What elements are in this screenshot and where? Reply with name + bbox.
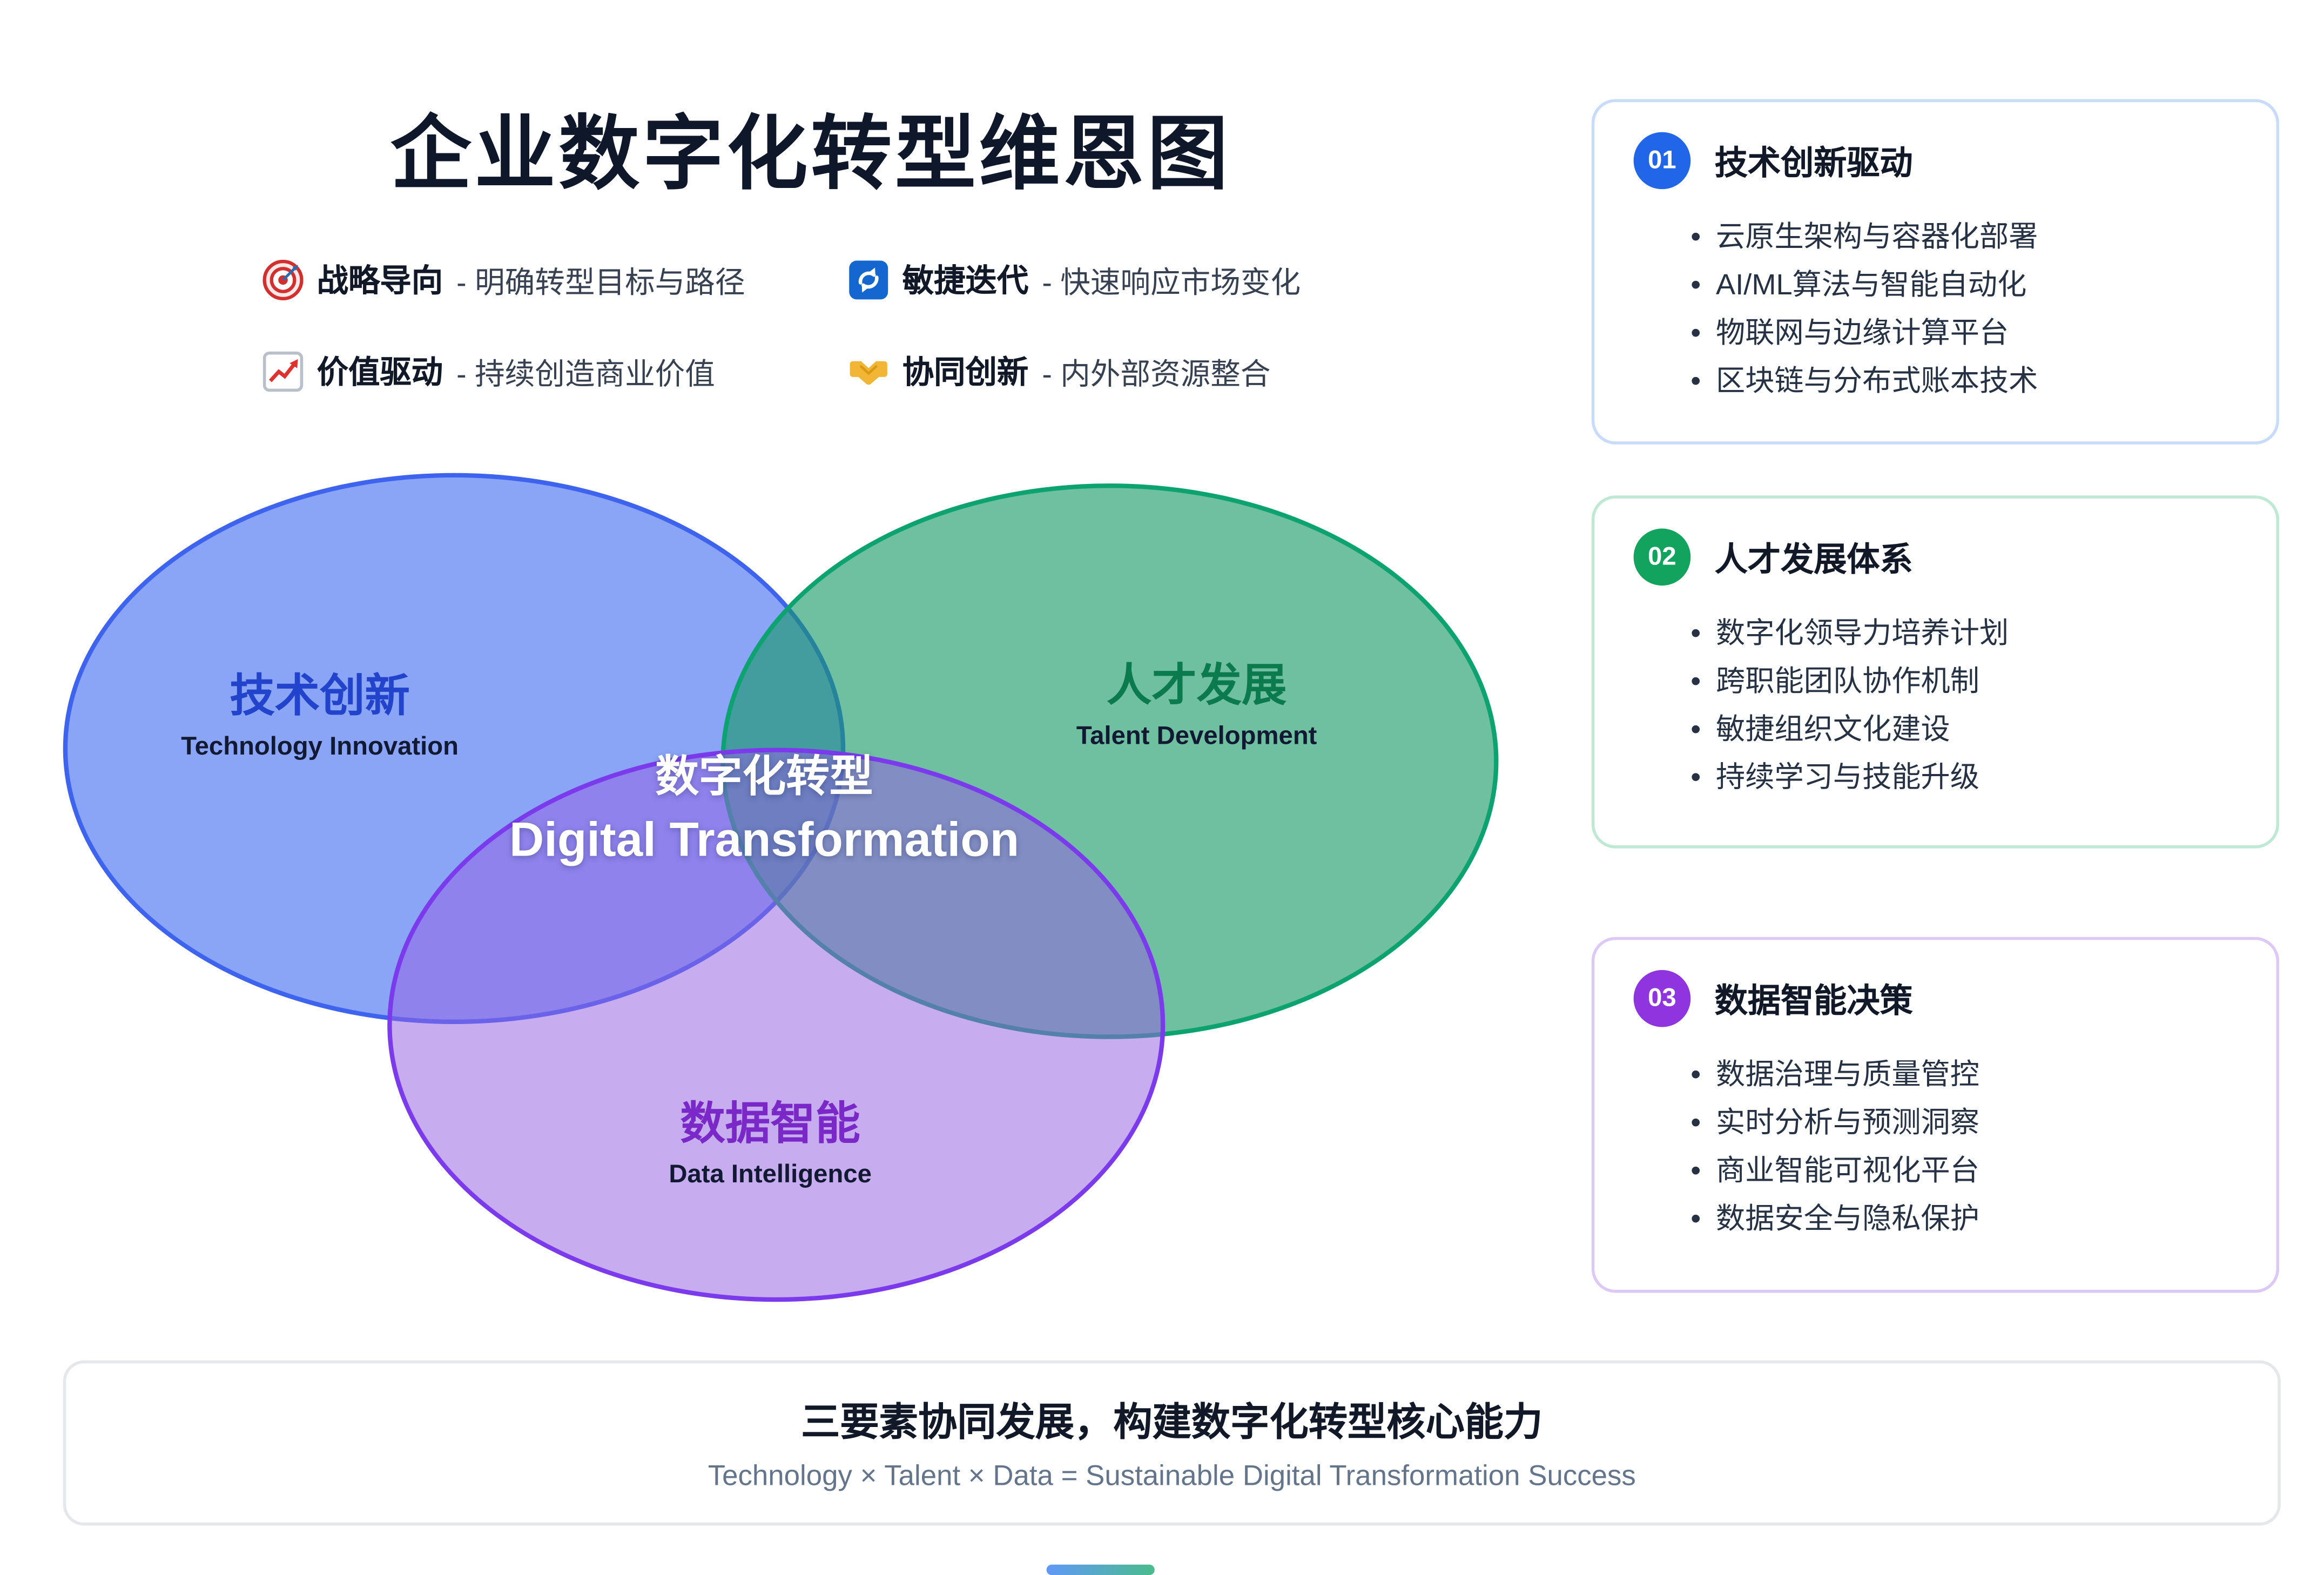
venn-label-talent-zh: 人才发展 [1106,661,1287,711]
venn-label-technology-zh: 技术创新 [230,672,410,722]
legend-desc: - 快速响应市场变化 [1042,266,1301,300]
venn-label-data-zh: 数据智能 [680,1100,860,1150]
venn-label-center: 数字化转型 Digital Transformation [509,742,1019,868]
card-title: 数据智能决策 [1714,982,1913,1020]
card-title: 人才发展体系 [1714,540,1913,578]
legend-item-value: 价值驱动 - 持续创造商业价值 [262,344,848,398]
venn-circle-data [387,748,1166,1302]
card-list: 云原生架构与容器化部署 AI/ML算法与智能自动化 物联网与边缘计算平台 区块链… [1594,213,2276,406]
legend-desc: - 内外部资源整合 [1042,358,1271,392]
card-bullet: 数据治理与质量管控 [1690,1051,2246,1099]
venn-label-data: 数据智能 Data Intelligence [669,1086,872,1190]
agile-icon [848,259,889,300]
footer-title: 三要素协同发展，构建数字化转型核心能力 [801,1399,1543,1445]
card-list: 数字化领导力培养计划 跨职能团队协作机制 敏捷组织文化建设 持续学习与技能升级 [1594,610,2276,802]
venn-diagram: 技术创新 Technology Innovation 人才发展 Talent D… [63,473,1499,1302]
card-bullet: 实时分析与预测洞察 [1690,1099,2246,1147]
card-bullet: AI/ML算法与智能自动化 [1690,261,2246,309]
venn-center-en: Digital Transformation [509,812,1020,867]
card-bullet: 敏捷组织文化建设 [1690,706,2246,754]
bottom-edge-decoration [1046,1564,1155,1575]
card-talent-development: 02 人才发展体系 数字化领导力培养计划 跨职能团队协作机制 敏捷组织文化建设 … [1591,495,2280,849]
page-title: 企业数字化转型维恩图 [390,109,1231,200]
venn-label-talent-en: Talent Development [1076,721,1317,750]
card-title: 技术创新驱动 [1714,144,1913,182]
card-bullet: 区块链与分布式账本技术 [1690,358,2246,406]
card-bullet: 物联网与边缘计算平台 [1690,309,2246,358]
venn-label-technology-en: Technology Innovation [181,732,459,761]
card-bullet: 跨职能团队协作机制 [1690,658,2246,706]
venn-label-technology: 技术创新 Technology Innovation [181,658,459,762]
legend-term: 价值驱动 [316,355,443,391]
card-list: 数据治理与质量管控 实时分析与预测洞察 商业智能可视化平台 数据安全与隐私保护 [1594,1051,2276,1243]
target-icon [262,259,304,300]
legend: 战略导向 - 明确转型目标与路径 敏捷迭代 - 快速响应市场变化 [262,252,1301,398]
card-bullet: 云原生架构与容器化部署 [1690,213,2246,261]
legend-term: 协同创新 [902,355,1029,391]
card-number-badge: 01 [1633,132,1691,190]
venn-label-talent: 人才发展 Talent Development [1076,648,1317,752]
card-number-badge: 03 [1633,970,1691,1027]
handshake-icon [848,351,889,391]
footer-banner: 三要素协同发展，构建数字化转型核心能力 Technology × Talent … [63,1360,2281,1526]
card-bullet: 数据安全与隐私保护 [1690,1195,2246,1243]
card-header: 03 数据智能决策 [1594,940,2276,1033]
legend-item-collaboration: 协同创新 - 内外部资源整合 [848,344,1301,398]
card-bullet: 持续学习与技能升级 [1690,754,2246,802]
card-header: 01 技术创新驱动 [1594,102,2276,195]
card-bullet: 商业智能可视化平台 [1690,1147,2246,1195]
legend-desc: - 持续创造商业价值 [456,358,715,392]
venn-center-zh: 数字化转型 [655,753,873,802]
card-data-intelligence: 03 数据智能决策 数据治理与质量管控 实时分析与预测洞察 商业智能可视化平台 … [1591,937,2280,1293]
card-number-badge: 02 [1633,528,1691,586]
card-bullet: 数字化领导力培养计划 [1690,610,2246,658]
card-technology-innovation: 01 技术创新驱动 云原生架构与容器化部署 AI/ML算法与智能自动化 物联网与… [1591,99,2280,445]
legend-item-strategy: 战略导向 - 明确转型目标与路径 [262,252,848,306]
card-header: 02 人才发展体系 [1594,499,2276,591]
legend-term: 战略导向 [316,264,443,299]
legend-desc: - 明确转型目标与路径 [456,266,745,300]
footer-subtitle: Technology × Talent × Data = Sustainable… [708,1460,1636,1493]
venn-label-data-en: Data Intelligence [669,1160,872,1189]
legend-term: 敏捷迭代 [902,264,1029,299]
legend-item-agile: 敏捷迭代 - 快速响应市场变化 [848,252,1301,306]
chart-icon [262,351,304,391]
